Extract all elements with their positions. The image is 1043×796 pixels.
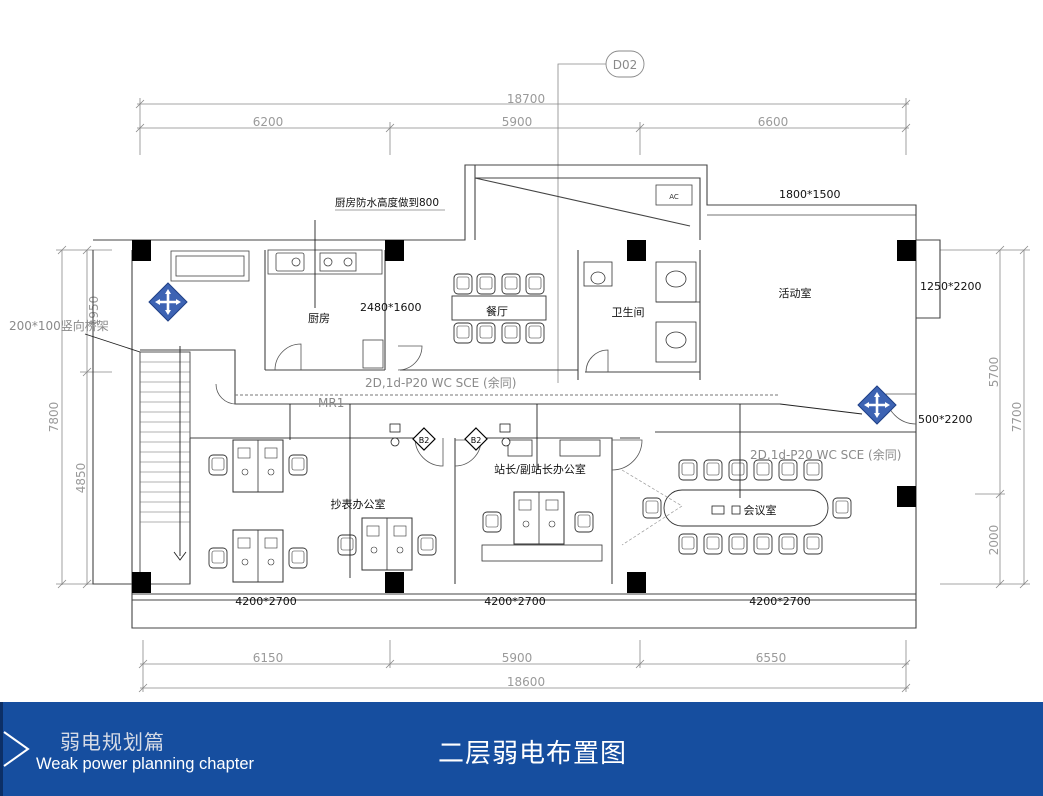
dim-bottom-3: 6550	[756, 651, 787, 665]
footer-edge	[0, 702, 3, 796]
room-label-meter-office: 抄表办公室	[331, 497, 386, 511]
note-ac: AC	[669, 193, 679, 201]
room-label-restroom: 卫生间	[612, 305, 645, 319]
sofa	[170, 250, 250, 282]
meeting-room-furniture	[621, 459, 852, 555]
dim-right-1: 5700	[987, 357, 1001, 388]
dim-top-2: 5900	[502, 115, 533, 129]
chapter-subtitle-en: Weak power planning chapter	[36, 755, 254, 773]
meter-office-desks	[208, 439, 437, 583]
b2-marker: B2	[412, 427, 436, 451]
window-size-6: 4200*2700	[484, 595, 546, 608]
svg-text:B2: B2	[471, 436, 482, 445]
dim-right-2: 7700	[1010, 402, 1024, 433]
dim-left-3: 4850	[74, 463, 88, 494]
dim-bottom-overall: 18600	[507, 675, 545, 689]
window-size-5: 4200*2700	[235, 595, 297, 608]
room-label-meeting: 会议室	[744, 503, 777, 517]
dining-set	[451, 273, 547, 344]
walls	[92, 164, 941, 629]
dim-right-3: 2000	[987, 525, 1001, 556]
dim-top-3: 6600	[758, 115, 789, 129]
dim-bottom-1: 6150	[253, 651, 284, 665]
dim-bottom-2: 5900	[502, 651, 533, 665]
note-mr: MR1	[318, 396, 344, 410]
room-label-kitchen: 厨房	[308, 312, 330, 325]
window-size-7: 4200*2700	[749, 595, 811, 608]
wireless-ap-icon	[148, 282, 188, 322]
dim-top-1: 6200	[253, 115, 284, 129]
svg-text:B2: B2	[419, 436, 430, 445]
room-label-manager-office: 站长/副站长办公室	[494, 462, 586, 476]
note-cable-tray: 200*100竖向桥架	[9, 318, 109, 333]
footer-band: 弱电规划篇 Weak power planning chapter 二层弱电布置…	[0, 702, 1043, 796]
room-label-activity: 活动室	[779, 286, 812, 300]
floor-plan-drawing: 18700 6200 5900 6600 D02 6150 5900 6550 …	[9, 50, 1030, 693]
b2-marker: B2	[464, 427, 488, 451]
dim-left-2: 7800	[47, 402, 61, 433]
room-label-dining: 餐厅	[486, 304, 508, 318]
chevron-right-icon	[3, 731, 30, 767]
restroom-fixtures	[583, 261, 700, 363]
structural-columns	[132, 240, 916, 593]
dim-left-1: 1950	[87, 296, 101, 327]
note-route-2: 2D,1d-P20 WC SCE (余同)	[750, 447, 901, 462]
data-outlets	[389, 423, 741, 515]
wireless-ap-icon	[857, 385, 897, 425]
manager-office-furniture	[481, 439, 603, 562]
page-title: 二层弱电布置图	[438, 739, 628, 769]
top-dimensions	[135, 98, 911, 155]
note-kitchen-waterproof: 厨房防水高度做到800	[335, 196, 439, 209]
detail-marker-label: D02	[613, 58, 638, 72]
chapter-subtitle-cn: 弱电规划篇	[60, 730, 165, 754]
window-size-3: 2480*1600	[360, 301, 422, 314]
window-size-2: 1250*2200	[920, 280, 982, 293]
window-size-4: 500*2200	[918, 413, 973, 426]
window-size-1: 1800*1500	[779, 188, 841, 201]
bottom-dimensions	[138, 640, 911, 693]
stair-treads	[140, 361, 190, 523]
detail-marker	[557, 50, 645, 383]
dim-top-overall: 18700	[507, 92, 545, 106]
note-route-1: 2D,1d-P20 WC SCE (余同)	[365, 375, 516, 390]
cable-routes	[84, 220, 863, 578]
kitchen-counter	[267, 249, 384, 369]
